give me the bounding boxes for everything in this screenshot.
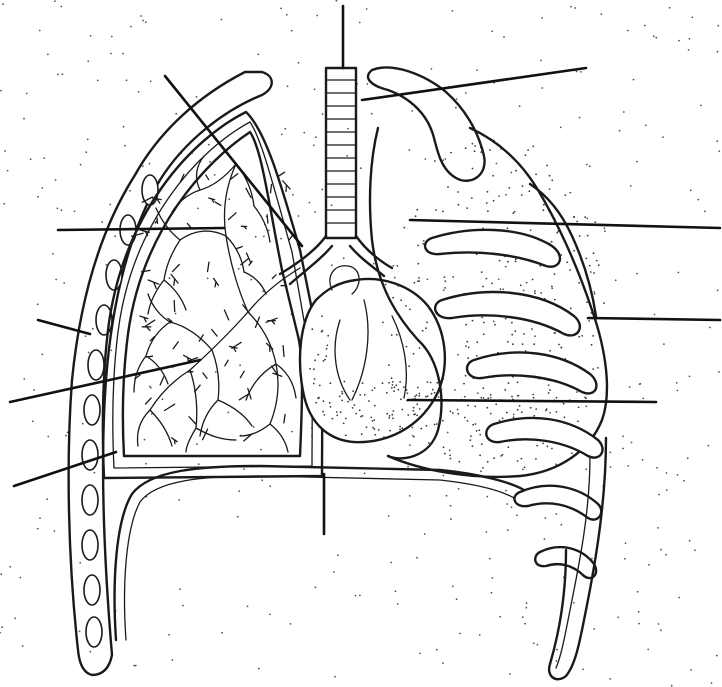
bronchial-tree (134, 156, 300, 452)
heart (300, 266, 445, 442)
leader-upper-left-diagonal (165, 76, 302, 246)
leader-left-middle (38, 320, 90, 334)
leader-left-bottom (14, 452, 116, 486)
trachea (280, 68, 392, 284)
leader-left-upper (58, 228, 224, 230)
leader-right-middle (588, 318, 720, 320)
ribs-right (425, 184, 606, 679)
bronchiole-ends (132, 172, 293, 444)
chest-wall-left (69, 72, 272, 675)
rib-cross-sections (82, 175, 158, 647)
diaphragm (115, 466, 524, 640)
leader-right-lower (408, 400, 656, 402)
leader-top-right (362, 68, 586, 100)
